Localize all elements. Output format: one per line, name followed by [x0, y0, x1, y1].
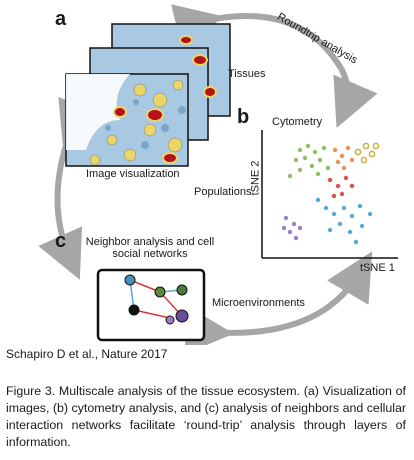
image-visualization-label: Image visualization — [86, 168, 180, 180]
tsne-plot — [261, 130, 398, 259]
tissues-label: Tissues — [228, 68, 266, 80]
figure-graphics — [38, 4, 398, 345]
panel-b-letter: b — [237, 106, 250, 128]
populations-label: Populations — [194, 186, 252, 198]
cluster-green — [287, 143, 331, 179]
neighbor-analysis-label: Neighbor analysis and cell social networ… — [85, 236, 215, 260]
network-box — [96, 268, 206, 342]
tissue-stack — [65, 23, 231, 167]
tsne-x-label: tSNE 1 — [360, 262, 395, 274]
microenvironments-label: Microenvironments — [212, 297, 305, 309]
citation: Schapiro D et al., Nature 2017 — [6, 347, 168, 361]
panel-c-letter: c — [55, 230, 67, 252]
cluster-blue — [315, 197, 373, 245]
roundtrip-arrow-top — [171, 4, 378, 129]
tissue-cells — [66, 74, 186, 166]
roundtrip-arrow-bottom — [184, 251, 373, 345]
network-frame — [96, 268, 206, 342]
figure-caption: Figure 3. Multiscale analysis of the tis… — [6, 384, 406, 449]
panel-a-letter: a — [55, 8, 67, 30]
cluster-gold — [354, 142, 380, 164]
cluster-orange — [332, 145, 355, 171]
cluster-red — [327, 175, 355, 199]
cytometry-label: Cytometry — [272, 116, 323, 128]
cluster-purple — [281, 215, 303, 241]
